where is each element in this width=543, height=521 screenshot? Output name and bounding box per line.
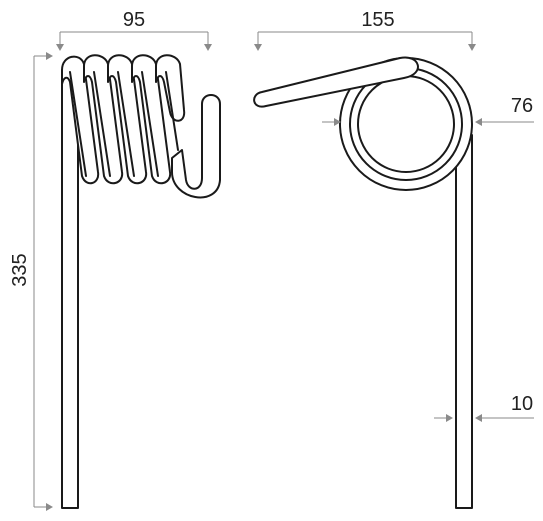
total-width-label: 155 — [361, 9, 394, 31]
coil-turn-5 — [155, 54, 186, 122]
front-view-top-arm — [253, 56, 419, 108]
coil-strand-3 — [117, 71, 135, 177]
wire-diameter-label: 10 — [511, 393, 533, 415]
total-height-label: 335 — [9, 253, 31, 286]
arrow-down-icon — [56, 44, 64, 51]
arrow-right-icon — [446, 414, 453, 422]
coil-turn-2 — [83, 54, 124, 185]
front-view: 155 76 10 — [253, 9, 534, 509]
arrow-left-icon — [475, 414, 482, 422]
arrow-right-icon — [334, 118, 341, 126]
dimension-total-height: 335 — [9, 52, 53, 511]
coil-turn-4 — [131, 54, 172, 185]
side-view-coil — [61, 54, 221, 199]
arrow-down-icon — [204, 44, 212, 51]
arrow-down-icon — [254, 44, 262, 51]
arrow-right-icon — [46, 503, 53, 511]
coil-strand-4 — [141, 71, 159, 177]
dimension-total-width: 155 — [254, 9, 476, 51]
coil-strand-2 — [93, 71, 111, 177]
side-view-tine-leg — [61, 69, 79, 509]
coil-turn-1 — [61, 55, 100, 185]
coil-diameter-label: 76 — [511, 95, 533, 117]
arrow-right-icon — [46, 52, 53, 60]
coil-turn-3 — [107, 54, 148, 185]
coil-strand-1 — [69, 71, 87, 177]
coil-width-label: 95 — [123, 9, 145, 31]
arrow-down-icon — [468, 44, 476, 51]
coil-end-hook — [171, 94, 221, 199]
coil-strand-5 — [165, 71, 179, 151]
front-view-tine-leg — [455, 134, 473, 509]
dimension-coil-width: 95 — [56, 9, 212, 51]
dimension-wire-diameter: 10 — [434, 393, 534, 422]
side-view: 95 335 — [9, 9, 221, 511]
dimension-coil-diameter: 76 — [322, 95, 534, 126]
front-view-coil-inner — [357, 75, 455, 173]
arrow-left-icon — [475, 118, 482, 126]
